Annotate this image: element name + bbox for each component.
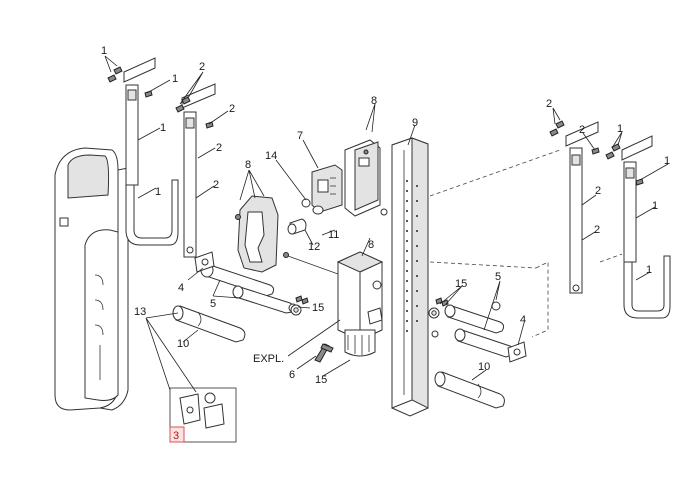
callout-8: 8: [368, 239, 374, 251]
callout-8: 8: [245, 159, 251, 171]
callouts: 1 1 1 1 2 2 2 2 8 14 7 8 9 11 12 8 4 5 1…: [101, 45, 670, 442]
bushing-15-right: [428, 297, 449, 319]
rod-10-right: [434, 371, 505, 409]
callout-2: 2: [229, 103, 235, 115]
callout-1: 1: [160, 122, 166, 134]
callout-2: 2: [579, 124, 585, 136]
callout-10: 10: [177, 338, 189, 350]
callout-15: 15: [312, 302, 324, 314]
bolt-head: [283, 252, 289, 258]
screws-top-right: [549, 120, 644, 186]
callout-1: 1: [652, 200, 658, 212]
callout-2: 2: [199, 61, 205, 73]
callout-9: 9: [412, 117, 418, 129]
right-bracket-2: [565, 121, 599, 294]
bushing-15-center: [290, 295, 309, 316]
small-parts-center: [287, 198, 324, 235]
callout-2: 2: [216, 142, 222, 154]
construction-lines: [429, 149, 623, 338]
leader-lines: [104, 55, 669, 393]
housing-cover: [54, 147, 129, 411]
plate-4-left: [194, 251, 215, 273]
callout-4: 4: [520, 314, 526, 326]
rod-5-right-lower: [431, 328, 515, 358]
key-tool: [314, 343, 334, 363]
callout-15: 15: [315, 374, 327, 386]
detail-box-part-3: [169, 387, 237, 443]
callout-1: 1: [172, 73, 178, 85]
expl-label: EXPL.: [253, 353, 284, 365]
callout-7: 7: [297, 130, 303, 142]
part-3-highlight: [169, 426, 185, 443]
cover-panel: [235, 195, 279, 273]
motor-unit: [336, 251, 384, 357]
column-holes: [406, 180, 418, 332]
callout-3: 3: [173, 430, 179, 442]
callout-6: 6: [289, 369, 295, 381]
right-bracket-1: [621, 135, 671, 319]
callout-4: 4: [178, 282, 184, 294]
plate-4-right: [507, 341, 527, 363]
left-bracket-1: [123, 57, 179, 246]
callout-15: 15: [455, 278, 467, 290]
callout-2: 2: [594, 224, 600, 236]
callout-1: 1: [617, 123, 623, 135]
vertical-column: [391, 137, 429, 417]
callout-5: 5: [210, 298, 216, 310]
long-bolt: [287, 255, 339, 275]
screws-top-left: [107, 66, 214, 129]
rod-5-right-upper: [444, 301, 505, 334]
callout-2: 2: [546, 98, 552, 110]
callout-10: 10: [478, 361, 490, 373]
callout-14: 14: [265, 150, 277, 162]
callout-13: 13: [134, 306, 146, 318]
callout-11: 11: [328, 229, 339, 241]
rod-10-left: [172, 305, 246, 343]
callout-1: 1: [646, 264, 652, 276]
callout-5: 5: [495, 271, 501, 283]
circuit-board: [311, 164, 343, 213]
callout-12: 12: [308, 241, 320, 253]
left-bracket-2: [181, 83, 216, 258]
callout-1: 1: [101, 45, 107, 57]
callout-2: 2: [213, 179, 219, 191]
callout-1: 1: [664, 155, 670, 167]
control-box: [344, 139, 388, 217]
callout-2: 2: [595, 185, 601, 197]
callout-8: 8: [371, 95, 377, 107]
callout-1: 1: [155, 186, 161, 198]
